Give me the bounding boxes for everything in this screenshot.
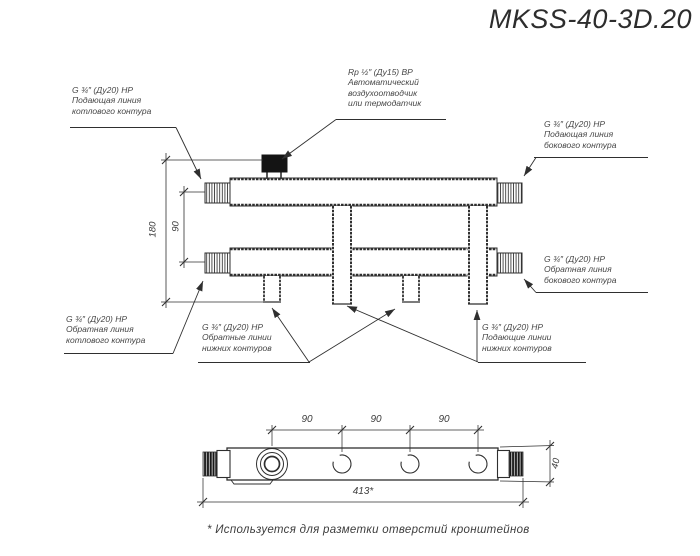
bracket-plate (230, 479, 274, 485)
dim-hole-spacing: 90 (370, 414, 382, 425)
right-threaded-end (508, 451, 524, 477)
vertical-pipe-supply-2 (467, 206, 489, 305)
footnote: * Используется для разметки отверстий кр… (207, 524, 530, 536)
callout-air-vent: Rp ½″ (Ду15) ВР Автоматический воздухоот… (348, 67, 422, 109)
dim-overall-height: 180 (147, 221, 159, 238)
front-view-dimensions (161, 153, 263, 308)
dim-bar-spacing: 90 (170, 221, 182, 232)
stub-return-side (496, 252, 523, 274)
drawing-title: MKSS-40-3D.20 (488, 4, 692, 34)
callout-supply-side: G ¾″ (Ду20) НР Подающая линия бокового к… (544, 119, 617, 150)
stub-supply-side (496, 182, 523, 204)
callout-supply-boiler: G ¾″ (Ду20) НР Подающая линия котлового … (72, 85, 152, 116)
stub-return-boiler (204, 252, 231, 274)
right-collar (496, 449, 511, 479)
dim-overall-length: 413* (352, 486, 374, 497)
top-collector-bar (229, 177, 498, 207)
vertical-pipe-supply-1 (331, 206, 353, 305)
dim-hole-spacing: 90 (301, 414, 313, 425)
bottom-view-dimensions (197, 425, 555, 508)
callout-return-boiler: G ¾″ (Ду20) НР Обратная линия котлового … (66, 314, 146, 345)
bottom-collector-bar (229, 247, 498, 277)
dim-hole-spacing: 90 (438, 414, 450, 425)
bottom-stub-return-2 (401, 276, 421, 303)
air-vent-socket (256, 448, 288, 480)
callout-return-side: G ¾″ (Ду20) НР Обратная линия бокового к… (544, 254, 617, 285)
stub-supply-boiler (204, 182, 231, 204)
left-threaded-end (202, 451, 219, 477)
callout-leaders (64, 119, 648, 363)
connection-hole-2 (400, 454, 420, 474)
connection-hole-3 (468, 454, 488, 474)
connection-hole-1 (332, 454, 352, 474)
bottom-stub-return-1 (262, 276, 282, 303)
callout-return-lower: G ¾″ (Ду20) НР Обратные линии нижних кон… (202, 322, 272, 353)
bottom-view (197, 425, 555, 508)
callout-supply-lower: G ¾″ (Ду20) НР Подающие линии нижних кон… (482, 322, 552, 353)
air-vent-valve (261, 154, 288, 179)
left-collar (216, 449, 231, 479)
front-view (64, 119, 648, 363)
